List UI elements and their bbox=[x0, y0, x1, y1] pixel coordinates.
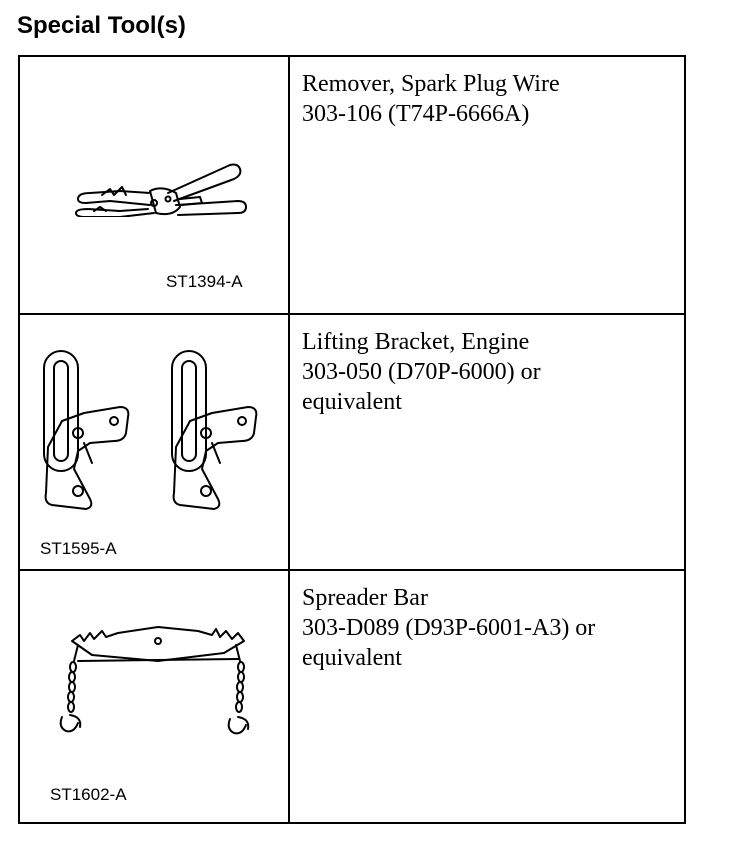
tool-reference-code: ST1394-A bbox=[166, 272, 243, 291]
table-row: ST1595-A Lifting Bracket, Engine 303-050… bbox=[18, 313, 686, 571]
tool-description-cell: Remover, Spark Plug Wire 303-106 (T74P-6… bbox=[288, 55, 686, 315]
spreader-bar-icon bbox=[59, 626, 250, 735]
tool-reference-code: ST1595-A bbox=[40, 539, 117, 558]
tool-image-cell: ST1595-A bbox=[18, 313, 290, 571]
tool-part-number: 303-106 (T74P-6666A) bbox=[302, 101, 530, 127]
page-title: Special Tool(s) bbox=[17, 12, 186, 39]
tool-name: Spreader Bar bbox=[302, 585, 428, 611]
tool-part-number: 303-050 (D70P-6000) or bbox=[302, 359, 541, 385]
tool-name: Remover, Spark Plug Wire bbox=[302, 71, 560, 97]
tool-description-cell: Lifting Bracket, Engine 303-050 (D70P-60… bbox=[288, 313, 686, 571]
tool-description-cell: Spreader Bar 303-D089 (D93P-6001-A3) or … bbox=[288, 569, 686, 824]
tool-name: Lifting Bracket, Engine bbox=[302, 329, 530, 355]
table-row: ST1394-A Remover, Spark Plug Wire 303-10… bbox=[18, 55, 686, 315]
tool-note: equivalent bbox=[302, 389, 402, 415]
tool-note: equivalent bbox=[302, 645, 402, 671]
spark-plug-wire-remover-icon bbox=[75, 163, 247, 217]
tool-image-cell: ST1602-A bbox=[18, 569, 290, 824]
table-row: ST1602-A Spreader Bar 303-D089 (D93P-600… bbox=[18, 569, 686, 824]
tool-reference-code: ST1602-A bbox=[50, 785, 127, 804]
special-tools-table: ST1394-A Remover, Spark Plug Wire 303-10… bbox=[18, 55, 686, 824]
tool-image-cell: ST1394-A bbox=[18, 55, 290, 315]
tool-part-number: 303-D089 (D93P-6001-A3) or bbox=[302, 615, 596, 641]
engine-lifting-bracket-icon bbox=[43, 350, 258, 510]
